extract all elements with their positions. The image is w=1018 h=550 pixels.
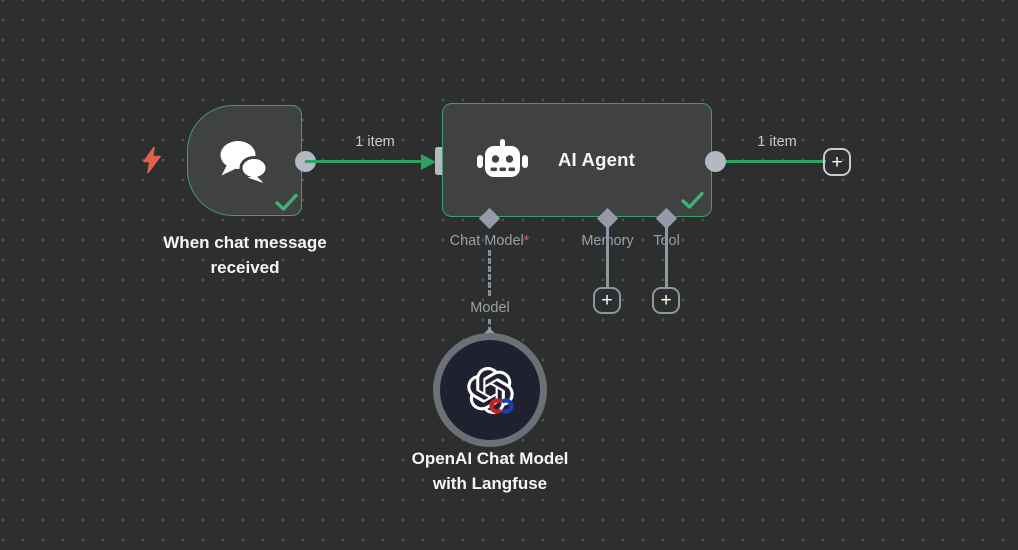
robot-icon bbox=[477, 138, 528, 177]
tool-stub-wire bbox=[665, 227, 668, 289]
add-tool-button[interactable]: + bbox=[652, 287, 680, 314]
model-title-line1: OpenAI Chat Model bbox=[411, 449, 569, 468]
langfuse-badge-icon bbox=[489, 398, 514, 414]
connection-trigger-to-agent[interactable] bbox=[305, 160, 423, 163]
memory-stub-wire bbox=[606, 227, 609, 289]
node-ai-agent[interactable]: AI Agent bbox=[442, 103, 712, 217]
model-port-label: Model bbox=[470, 300, 510, 316]
plus-icon: + bbox=[660, 290, 672, 311]
trigger-bolt-icon bbox=[143, 146, 161, 174]
connection-arrow-icon bbox=[421, 153, 436, 170]
plus-icon: + bbox=[601, 290, 613, 311]
agent-input-handle[interactable] bbox=[435, 147, 446, 175]
success-check-icon bbox=[275, 193, 298, 211]
required-asterisk: * bbox=[523, 233, 530, 249]
success-check-icon bbox=[681, 191, 704, 209]
add-memory-button[interactable]: + bbox=[593, 287, 621, 314]
chat-model-label-text: Chat Model bbox=[449, 233, 524, 249]
add-next-node-button[interactable]: + bbox=[823, 148, 851, 176]
node-openai-chat-model[interactable] bbox=[433, 333, 547, 447]
connection-model-to-agent[interactable] bbox=[488, 250, 491, 296]
node-chat-trigger[interactable] bbox=[187, 105, 302, 216]
plus-icon: + bbox=[831, 151, 843, 173]
connection-model-to-agent[interactable] bbox=[488, 319, 491, 332]
connection-items-label-out: 1 item bbox=[757, 134, 797, 150]
connection-items-label-in: 1 item bbox=[355, 134, 395, 150]
connection-agent-output[interactable] bbox=[726, 160, 826, 163]
chat-bubbles-icon bbox=[220, 141, 269, 183]
chat-model-port-label: Chat Model* bbox=[427, 233, 552, 249]
model-node-title: OpenAI Chat Model with Langfuse bbox=[370, 446, 610, 496]
agent-output-handle[interactable] bbox=[705, 151, 726, 172]
agent-node-title: AI Agent bbox=[558, 149, 635, 170]
trigger-node-title: When chat message received bbox=[163, 233, 327, 277]
model-title-line2: with Langfuse bbox=[432, 474, 548, 493]
